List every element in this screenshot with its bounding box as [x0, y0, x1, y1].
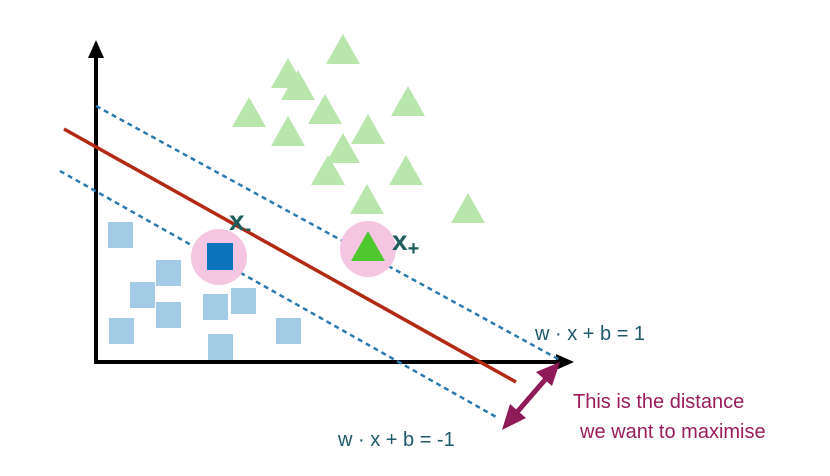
triangle-point [451, 193, 485, 223]
triangle-point [326, 34, 360, 64]
margin-distance-arrowhead-top-icon [536, 362, 560, 386]
lower-margin-line [59, 169, 499, 420]
x-plus-label: x+ [392, 225, 419, 260]
square-point [203, 294, 228, 320]
square-point [109, 318, 134, 344]
x-minus-label: x- [229, 205, 251, 240]
lower-margin-equation: w · x + b = -1 [337, 429, 455, 451]
triangle-point [350, 184, 384, 214]
negative-class-points [108, 222, 301, 360]
square-point [130, 282, 155, 308]
square-point [108, 222, 133, 248]
distance-annotation-line1: This is the distance [573, 391, 744, 413]
support-vector-minus-square [207, 243, 233, 270]
triangle-point [308, 94, 342, 124]
square-point [231, 288, 256, 314]
support-vector-plus-triangle [351, 231, 385, 261]
square-point [208, 334, 233, 360]
margin-distance-arrow [510, 372, 552, 420]
y-axis-arrow-icon [88, 40, 104, 58]
distance-annotation-line2: we want to maximise [579, 421, 766, 443]
x-axis-arrow-icon [556, 354, 574, 370]
triangle-point [351, 114, 385, 144]
square-point [276, 318, 301, 344]
triangle-point [281, 70, 315, 100]
triangle-point [311, 155, 345, 185]
triangle-point [232, 97, 266, 127]
margin-distance-arrowhead-bottom-icon [502, 404, 526, 430]
triangle-point [326, 133, 360, 163]
positive-class-points [232, 34, 485, 223]
decision-boundary-line [63, 127, 517, 384]
triangle-point [389, 155, 423, 185]
square-point [156, 302, 181, 328]
triangle-point [271, 116, 305, 146]
upper-margin-equation: w · x + b = 1 [534, 323, 645, 345]
upper-margin-line [95, 104, 561, 362]
triangle-point [391, 86, 425, 116]
x-plus-subscript: + [408, 238, 420, 260]
x-minus-subscript: - [245, 218, 252, 240]
square-point [156, 260, 181, 286]
